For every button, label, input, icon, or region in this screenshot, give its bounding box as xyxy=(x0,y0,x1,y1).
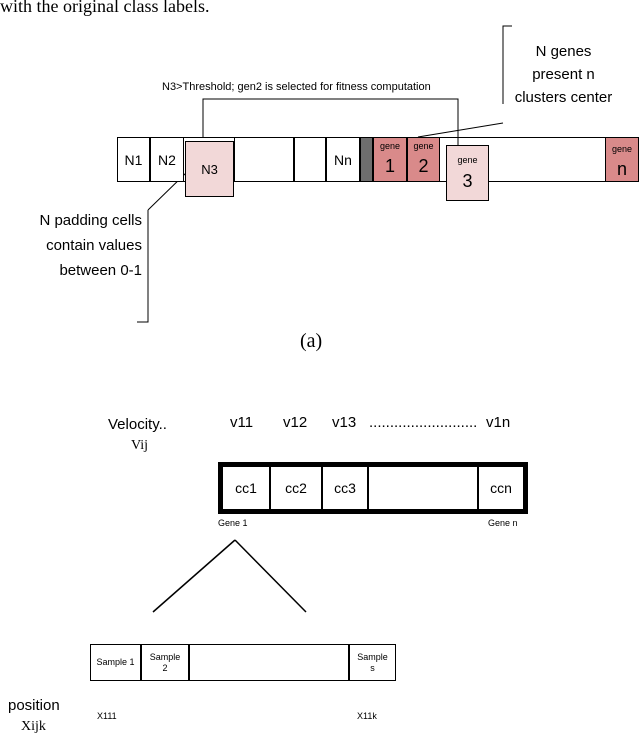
position-label: position xyxy=(8,697,60,714)
gene-n-word: gene xyxy=(611,144,633,154)
cell-nn-label: Nn xyxy=(334,151,352,168)
sample-cell-2: Sample 2 xyxy=(141,644,189,681)
cluster-cc1-label: cc1 xyxy=(235,480,257,496)
cell-empty-2 xyxy=(294,137,326,182)
cell-n3: N3 xyxy=(185,141,234,197)
cell-n3-label: N3 xyxy=(201,161,218,177)
sample-2-label: Sample 2 xyxy=(149,651,181,673)
cluster-chromosome xyxy=(218,462,528,514)
sample-cell-empty xyxy=(189,644,349,681)
cell-empty-1 xyxy=(234,137,294,182)
sample-s-label: Sample s xyxy=(357,651,388,673)
x-first-label: X111 xyxy=(97,711,117,721)
gene-cell-3: gene 3 xyxy=(446,145,489,201)
gene-cell-2: gene 2 xyxy=(407,137,440,182)
cluster-cell-empty xyxy=(368,466,478,510)
velocity-v13: v13 xyxy=(332,414,357,431)
velocity-v11: v11 xyxy=(230,414,254,431)
padding-callout: N padding cells contain values between 0… xyxy=(39,212,142,279)
velocity-symbol: Vij xyxy=(131,438,149,453)
gene-2-word: gene xyxy=(413,141,434,151)
cell-n2: N2 xyxy=(150,137,184,182)
gene-last-label: Gene n xyxy=(488,518,518,528)
position-symbol: Xijk xyxy=(21,719,46,734)
sample-cell-1: Sample 1 xyxy=(90,644,141,681)
velocity-v12: v12 xyxy=(283,414,308,431)
cell-n1-label: N1 xyxy=(124,151,143,168)
gene-3-number: 3 xyxy=(462,171,473,191)
header-text: with the original class labels. xyxy=(0,0,210,16)
genes-callout: N genes present n clusters center xyxy=(514,43,613,106)
cluster-cell-cc3: cc3 xyxy=(322,466,368,510)
sample-cell-s: Sample s xyxy=(349,644,396,681)
cluster-ccn-label: ccn xyxy=(490,480,512,496)
cluster-cell-ccn: ccn xyxy=(478,466,524,510)
gene-1-word: gene xyxy=(379,141,401,151)
cell-n2-label: N2 xyxy=(158,151,176,168)
gene-3-word: gene xyxy=(457,155,478,165)
gene-2-number: 2 xyxy=(418,156,429,176)
cluster-cell-cc2: cc2 xyxy=(270,466,322,510)
x-last-label: X11k xyxy=(357,711,377,721)
gene-cell-1: gene 1 xyxy=(373,137,407,182)
cluster-cell-cc1: cc1 xyxy=(222,466,270,510)
cluster-cc2-label: cc2 xyxy=(285,480,307,496)
gene-cell-n: gene n xyxy=(605,137,639,182)
velocity-dots: .......................... xyxy=(369,414,478,431)
caption-a: (a) xyxy=(300,330,323,352)
velocity-v1n: v1n xyxy=(486,414,511,431)
sample-1-label: Sample 1 xyxy=(96,657,135,667)
velocity-label: Velocity.. xyxy=(108,416,167,433)
cell-n1: N1 xyxy=(117,137,150,182)
threshold-label: N3>Threshold; gen2 is selected for fitne… xyxy=(162,81,431,93)
gene-1-number: 1 xyxy=(384,156,395,176)
cluster-cc3-label: cc3 xyxy=(334,480,356,496)
gene-first-label: Gene 1 xyxy=(218,518,248,528)
separator-cell xyxy=(360,137,373,182)
gene-n-number: n xyxy=(616,159,627,179)
cell-nn: Nn xyxy=(326,137,360,182)
